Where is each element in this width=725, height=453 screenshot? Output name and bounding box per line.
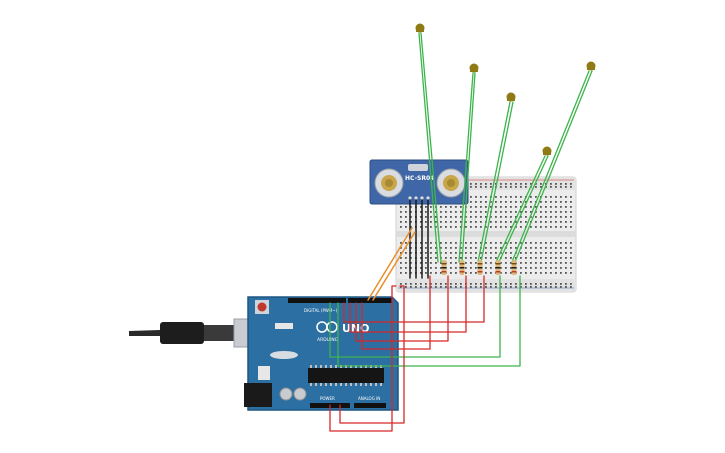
capacitor-1 (279, 387, 293, 401)
resistor (495, 260, 501, 275)
ultrasonic-sensor[interactable]: HC-SR04 (369, 159, 469, 205)
led-indicator-block (275, 323, 293, 329)
brand-label: ARDUINO (317, 337, 339, 343)
wire-green-led-1 (418, 32, 442, 263)
resistors (441, 260, 517, 275)
digital-header-right (348, 298, 392, 303)
crystal (270, 351, 298, 359)
analog-label: ANALOG IN (358, 396, 380, 401)
resistor (459, 260, 465, 275)
reset-button-icon[interactable] (255, 300, 269, 314)
led-icon[interactable] (542, 146, 552, 156)
wire-orange-trig-echo (367, 227, 416, 301)
wire-red-set (329, 275, 485, 432)
power-label: POWER (320, 396, 335, 401)
sensor-crystal (408, 164, 428, 171)
receiver-icon (436, 168, 466, 198)
wire-green-led-2 (458, 72, 476, 263)
digital-header-left (288, 298, 346, 303)
transmitter-icon (374, 168, 404, 198)
wire-green-led-5 (511, 70, 593, 263)
led-icon[interactable] (415, 23, 425, 33)
wire-green-led-4 (495, 155, 549, 263)
resistor (477, 260, 483, 275)
wires (329, 32, 593, 432)
power-jack (244, 383, 272, 407)
led-icon[interactable] (506, 92, 516, 102)
breadboard-bottom-rail (396, 279, 576, 292)
voltage-regulator (258, 366, 270, 380)
resistor (441, 260, 447, 275)
sensor-pins (408, 196, 430, 200)
arduino-uno-board[interactable]: DIGITAL (PWM~) UNO ARDUINO POWER ANALOG … (129, 296, 399, 411)
digital-label: DIGITAL (PWM~) (304, 308, 338, 313)
capacitor-2 (293, 387, 307, 401)
infinity-logo-icon (316, 321, 338, 333)
wire-green-led-3 (477, 101, 514, 263)
led-icon[interactable] (586, 61, 596, 71)
resistor (511, 260, 517, 275)
sensor-label: HC-SR04 (405, 175, 434, 182)
atmega-chip (308, 368, 384, 383)
leds[interactable] (415, 23, 596, 156)
analog-header (354, 403, 386, 408)
led-icon[interactable] (469, 63, 479, 73)
wire-green-to-arduino (329, 275, 521, 367)
